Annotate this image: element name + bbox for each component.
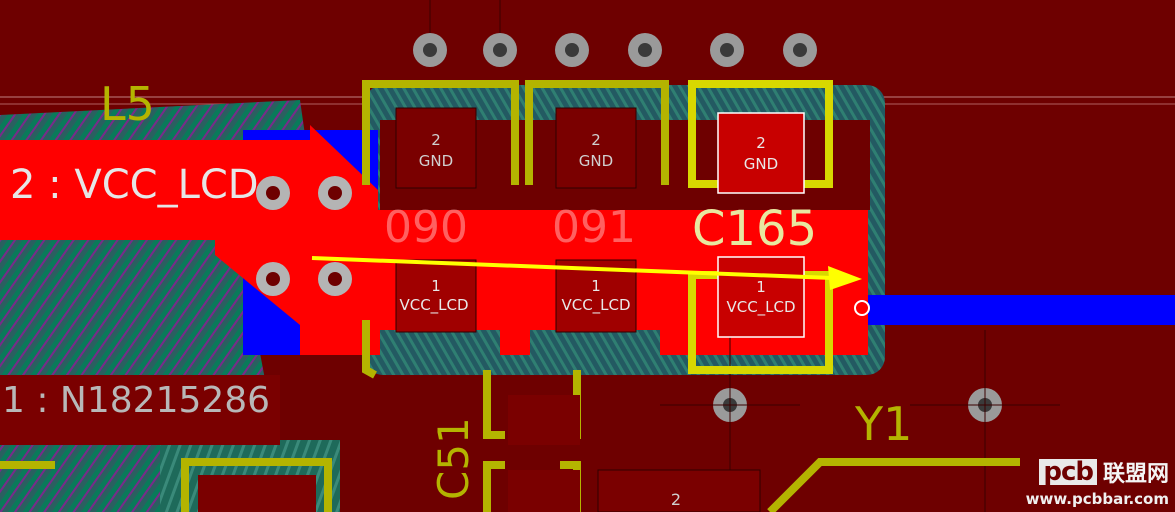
watermark-logo: pcb xyxy=(1039,459,1097,485)
pad-c51-2[interactable] xyxy=(508,470,580,512)
designator-l5: L5 xyxy=(100,77,155,131)
pad-label-pin: 2 xyxy=(756,134,766,152)
pad-gnd-1[interactable] xyxy=(395,107,477,189)
designator-y1: Y1 xyxy=(854,397,912,451)
pad-bottom-left[interactable] xyxy=(198,475,316,512)
pad-bottom[interactable] xyxy=(597,469,761,512)
via-small[interactable] xyxy=(854,300,870,316)
pad-vcc-1[interactable] xyxy=(395,259,477,333)
pad-label-pin: 1 xyxy=(431,277,441,295)
designator-partial-091: 091 xyxy=(552,202,636,253)
pad-gnd-3[interactable] xyxy=(717,112,805,194)
bottom-copper-trace-right xyxy=(860,295,1175,325)
designator-partial-090: 090 xyxy=(384,202,468,253)
designator-c165: C165 xyxy=(692,201,817,257)
pad-label-net: GND xyxy=(744,155,778,173)
pad-label-pin: 1 xyxy=(591,277,601,295)
pad-label-net: VCC_LCD xyxy=(726,298,795,317)
pad-vcc-2[interactable] xyxy=(555,259,637,333)
zone-n18215286 xyxy=(0,375,280,445)
pad-vcc-3[interactable] xyxy=(717,256,805,338)
net-label-n18215286: 1 : N18215286 xyxy=(2,380,270,421)
watermark-url: www.pcbbar.com xyxy=(1025,490,1169,508)
silkscreen-outlines xyxy=(0,80,1020,512)
pad-label-pin: 2 xyxy=(431,131,441,149)
pad-label-net: GND xyxy=(579,152,613,170)
gnd-vias xyxy=(413,33,1002,422)
watermark-cn: 联盟网 xyxy=(1102,462,1169,487)
watermark: pcb 联盟网 www.pcbbar.com xyxy=(1026,456,1169,508)
via-group xyxy=(256,176,352,296)
pad-label-pin: 2 xyxy=(671,490,681,509)
highlight-arrow xyxy=(311,256,862,290)
pad-c51-1[interactable] xyxy=(508,395,580,445)
pad-label-net: GND xyxy=(419,152,453,170)
pad-label-pin: 2 xyxy=(591,131,601,149)
pad-gnd-2[interactable] xyxy=(555,107,637,189)
designator-c51: C51 xyxy=(429,417,478,500)
pad-label-net: VCC_LCD xyxy=(399,296,468,315)
pad-label-pin: 1 xyxy=(756,278,766,296)
net-label-vcc-lcd: 2 : VCC_LCD xyxy=(10,162,259,208)
pad-label-net: VCC_LCD xyxy=(561,296,630,315)
